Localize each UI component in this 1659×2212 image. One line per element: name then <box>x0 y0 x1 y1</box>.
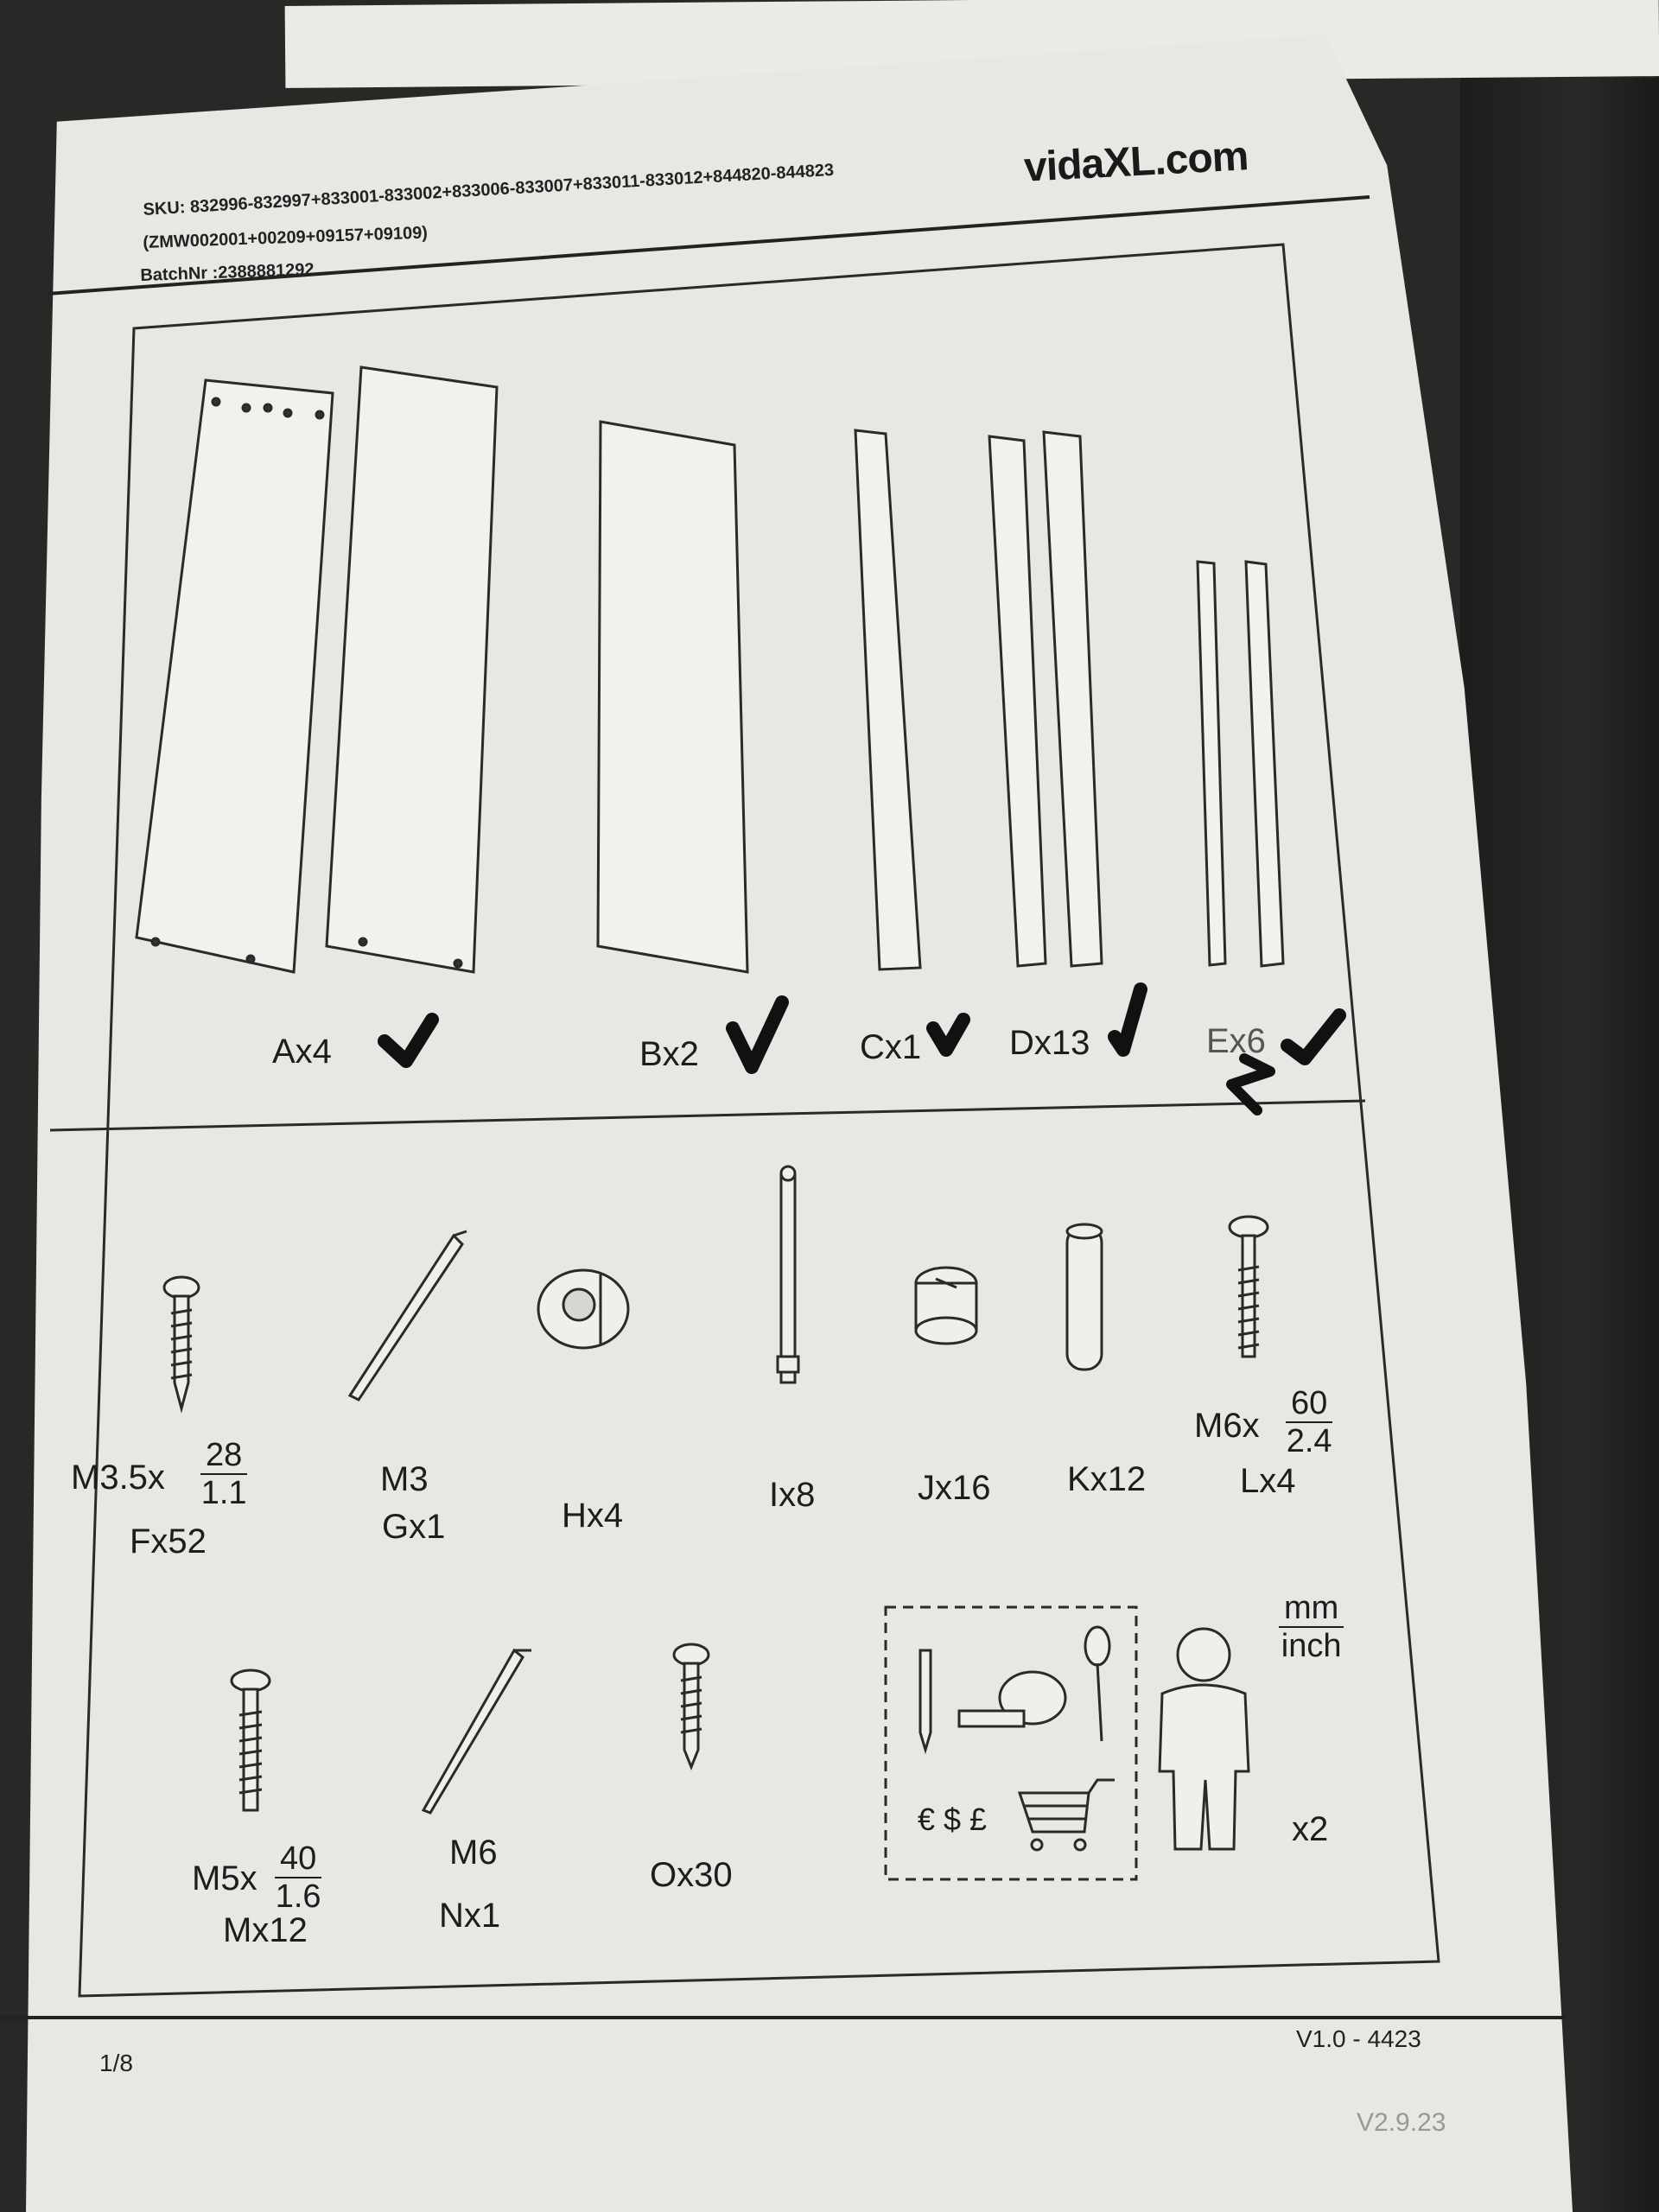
label-f-spec: M3.5x <box>71 1459 165 1497</box>
label-n: Nx1 <box>439 1897 501 1935</box>
bolt-icon <box>230 1669 271 1812</box>
label-c: Cx1 <box>860 1028 922 1066</box>
fraction-m-den: 1.6 <box>275 1878 321 1915</box>
version-text: V1.0 - 4423 <box>1296 2025 1421 2052</box>
barrel-nut-icon <box>537 1268 630 1350</box>
label-f: Fx52 <box>130 1522 207 1560</box>
panel-a-drawing <box>135 365 499 974</box>
fraction-f: 28 1.1 <box>200 1439 248 1511</box>
bolt-icon <box>1228 1215 1269 1358</box>
fraction-l-num: 60 <box>1286 1387 1333 1423</box>
page-number: 1/8 <box>99 2050 133 2076</box>
check-mark-b <box>726 995 789 1074</box>
tools-box <box>884 1605 1138 1881</box>
label-j: Jx16 <box>918 1469 991 1507</box>
label-m-spec: M5x <box>192 1859 257 1897</box>
screwdriver-icon <box>1084 1625 1111 1742</box>
screw-icon <box>162 1275 200 1414</box>
pencil-icon <box>918 1649 932 1755</box>
fraction-m-num: 40 <box>275 1842 322 1878</box>
parts-frame <box>78 243 1440 1998</box>
currency-symbols: € $ £ <box>918 1802 988 1837</box>
allen-key-icon <box>347 1230 467 1402</box>
screw-icon <box>672 1643 710 1771</box>
cam-lock-icon <box>914 1266 978 1345</box>
allen-key-icon <box>421 1648 531 1815</box>
panel-d-drawing <box>988 430 1103 968</box>
check-mark-e <box>1281 1008 1346 1065</box>
label-d: Dx13 <box>1009 1024 1090 1062</box>
label-e: Ex6 <box>1206 1022 1266 1060</box>
check-mark-d <box>1108 982 1147 1057</box>
connecting-bolt-icon <box>776 1165 800 1384</box>
fraction-m: 40 1.6 <box>275 1842 322 1915</box>
label-a: Ax4 <box>272 1033 332 1071</box>
label-b: Bx2 <box>639 1035 699 1073</box>
label-i: Ix8 <box>769 1476 816 1514</box>
scribble-e <box>1226 1053 1275 1116</box>
fraction-l-den: 2.4 <box>1286 1423 1332 1459</box>
tape-measure-icon <box>957 1670 1067 1728</box>
label-k: Kx12 <box>1067 1460 1147 1498</box>
check-mark-a <box>378 1013 439 1068</box>
people-count: x2 <box>1292 1810 1329 1848</box>
label-g-spec: M3 <box>380 1460 429 1498</box>
wooden-dowel-icon <box>1065 1223 1103 1371</box>
header-rule <box>47 195 1370 296</box>
label-l-spec: M6x <box>1194 1407 1260 1445</box>
panel-c-drawing <box>854 429 922 971</box>
section-divider <box>49 1099 1366 1132</box>
person-icon <box>1158 1627 1250 1851</box>
label-h: Hx4 <box>562 1497 624 1535</box>
shopping-cart-icon <box>1017 1778 1115 1852</box>
unit-fraction: mm inch <box>1279 1592 1344 1662</box>
label-l: Lx4 <box>1240 1462 1296 1500</box>
unit-mm: mm <box>1279 1592 1344 1628</box>
panel-b-drawing <box>596 420 749 974</box>
print-version: V2.9.23 <box>1357 2108 1446 2137</box>
panel-e-drawing <box>1196 560 1285 968</box>
unit-inch: inch <box>1281 1628 1342 1664</box>
label-n-spec: M6 <box>449 1834 498 1872</box>
check-mark-c <box>926 1013 970 1057</box>
label-m: Mx12 <box>223 1911 308 1949</box>
label-o: Ox30 <box>650 1856 733 1894</box>
label-g: Gx1 <box>382 1508 446 1546</box>
fraction-f-num: 28 <box>200 1439 248 1475</box>
fraction-l: 60 2.4 <box>1286 1387 1333 1459</box>
fraction-f-den: 1.1 <box>200 1475 247 1511</box>
